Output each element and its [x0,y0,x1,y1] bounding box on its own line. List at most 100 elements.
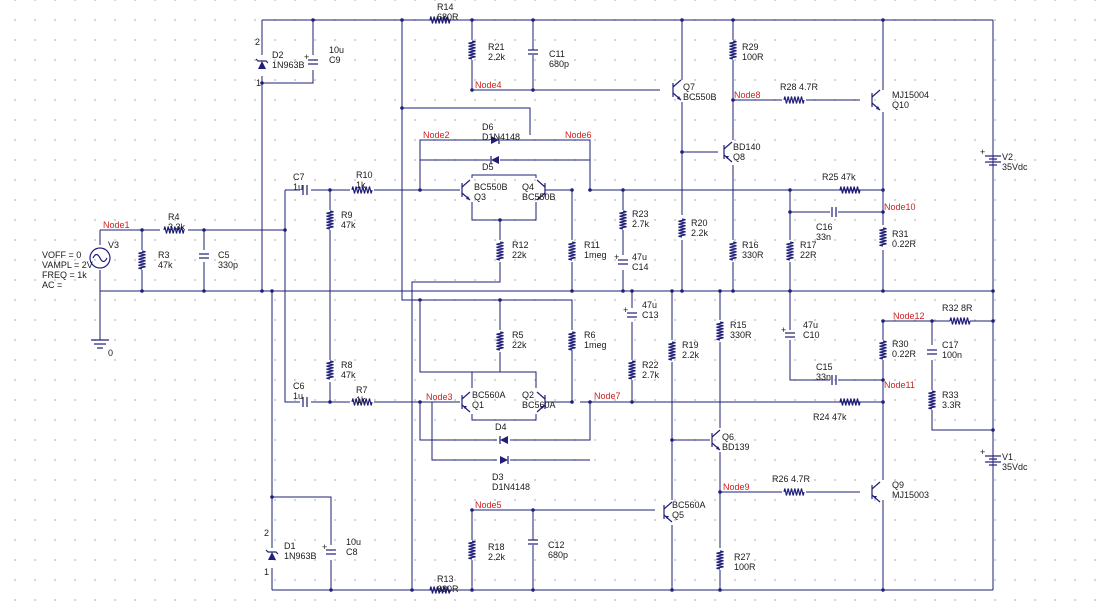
junction-dot [788,289,792,293]
d3-label-0: D3 [492,472,504,482]
diode-D6 [491,136,500,144]
c13-label-0: 47u [642,300,657,310]
d6-label-0: D6 [482,122,494,132]
junction-dot [680,289,684,293]
junction-dot [788,188,792,192]
q9-label-0: Q9 [892,480,904,490]
r13-label-1: 680R [437,584,459,594]
emitter-arrow [537,196,541,200]
capacitor-C17 [927,349,937,355]
q8-label-1: Q8 [733,152,745,162]
resistor-R3 [138,250,146,270]
c5-label-1: 330p [218,260,238,270]
c15-label-1: 33n [816,372,831,382]
resistor-body [619,210,627,230]
junction-dot [670,289,674,293]
polarity-plus: + [614,252,619,262]
collector-lead [536,179,546,188]
junction-dot [328,400,332,404]
r14-label-1: 680R [437,12,459,22]
r21-label-1: 2.2k [488,52,506,62]
q9-label-1: MJ15003 [892,490,929,500]
junction-dot [570,289,574,293]
resistor-body [351,398,373,406]
capacitor-C9: + [304,52,318,65]
polarity-plus: + [781,325,786,335]
junction-dot [630,289,634,293]
c8-label-1: C8 [346,547,358,557]
r13-label-0: R13 [437,574,454,584]
wire [419,402,497,441]
resistor-R28 [783,96,805,104]
resistor-R7 [351,398,373,406]
q10-label-0: MJ15004 [892,90,929,100]
resistor-R30 [879,340,887,360]
net-label-node10: Node10 [884,202,916,212]
junction-dot [881,188,885,192]
junction-dot [328,188,332,192]
collector-lead [663,501,673,510]
resistor-body [716,550,724,570]
capacitor-C14: + [614,252,628,265]
c6-label-1: 1u [293,391,303,401]
polarity-plus: + [304,52,309,62]
q1-label-0: BC560A [472,390,506,400]
collector-lead [461,391,471,400]
q2-label-0: Q2 [522,390,534,400]
r11-label-1: 1meg [584,250,607,260]
c7-label-0: C7 [293,172,305,182]
r4-label-0: R4 [168,212,180,222]
junction-dot [718,490,722,494]
junction-dot [570,400,574,404]
transistor-Q5 [663,501,673,523]
transistor-Q10 [871,89,881,111]
net-label-node8: Node8 [734,90,761,100]
r27-label-1: 100R [734,562,756,572]
v2-label-1: 35Vdc [1002,162,1028,172]
r19-label-0: R19 [682,340,699,350]
junction-dot [311,18,315,22]
diode-triangle [268,552,276,560]
resistor-body [568,331,576,351]
collector-lead [723,141,733,150]
net-label-node11: Node11 [884,380,915,390]
transistor-Q7 [672,79,682,101]
resistor-body [879,227,887,247]
resistor-R15 [716,321,724,341]
capacitor-C5 [199,253,209,259]
junction-dot [418,188,422,192]
q6-label-0: Q6 [722,432,734,442]
c7-label-1: 1u [293,182,303,192]
r24-label-0: R24 47k [813,412,847,422]
r31-label-1: 0.22R [892,239,917,249]
resistor-R21 [468,40,476,60]
resistor-R23 [619,210,627,230]
r6-label-0: R6 [584,330,596,340]
junction-dot [670,588,674,592]
c5-label-0: C5 [218,250,230,260]
r11-label-0: R11 [584,240,600,250]
resistor-R11 [568,241,576,261]
junction-dot [531,508,535,512]
r8-label-0: R8 [341,360,353,370]
junction-dot [270,289,274,293]
wire [500,139,591,190]
r19-label-1: 2.2k [682,350,700,360]
ac-source-V3 [89,247,111,269]
resistor-R25 [839,186,861,194]
r16-label-0: R16 [742,240,759,250]
junction-dot [202,289,206,293]
d3-label-1: D1N4148 [492,482,530,492]
polarity-plus: + [623,305,628,315]
collector-lead [871,481,881,490]
c17-label-1: 100n [942,350,962,360]
r5-label-1: 22k [512,340,527,350]
capacitor-C16 [831,207,837,217]
capacitor-C12 [528,539,538,545]
collector-lead [871,89,881,98]
q10-label-1: Q10 [892,100,909,110]
diode-D5 [490,156,499,164]
emitter-arrow [466,196,470,200]
diode-D3 [500,456,509,464]
